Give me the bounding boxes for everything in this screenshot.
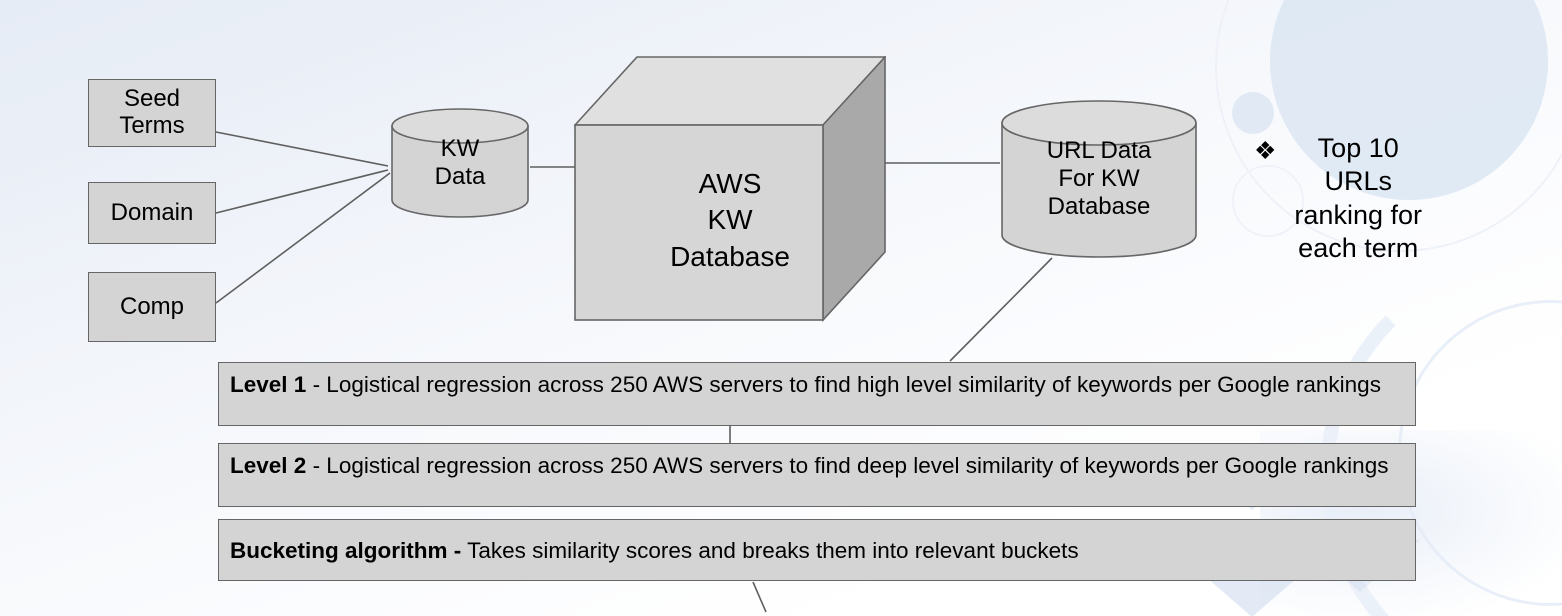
input-box-seed-terms-label: Seed Terms [119,85,185,139]
cylinder-shape-kw [391,108,529,218]
wire-bucketing-down [752,581,767,613]
cube-shape-aws [574,56,886,323]
input-box-domain[interactable]: Domain [88,182,216,244]
input-box-seed-terms[interactable]: Seed Terms [88,79,216,147]
datastore-url-data-label: URL Data For KW Database [1046,137,1152,220]
process-bar-level-1-title: Level 1 [230,372,307,397]
wire-comp-to-kw [215,172,391,304]
process-bar-bucketing-title: Bucketing algorithm - [230,537,462,563]
datastore-url-data[interactable]: URL Data For KW Database [1000,100,1198,258]
compute-aws-kw-database[interactable]: AWS KW Database [574,56,886,328]
process-bar-level-2[interactable]: Level 2 - Logistical regression across 2… [218,443,1416,507]
callout-top-urls: ❖ Top 10 URLs ranking for each term [1254,132,1494,266]
process-bar-level-1-body: - Logistical regression across 250 AWS s… [306,372,1381,397]
background-arc-thin [1398,300,1562,606]
wire-url-to-level1 [949,257,1053,362]
datastore-kw-data-label: KW Data [434,135,486,190]
compute-aws-kw-database-label: AWS KW Database [670,168,790,272]
wire-seed-to-kw [215,131,389,167]
process-bar-bucketing-algorithm[interactable]: Bucketing algorithm - Takes similarity s… [218,519,1416,581]
wire-domain-to-kw [215,169,389,214]
input-box-comp-label: Comp [119,292,185,320]
process-bar-level-2-title: Level 2 [230,453,307,478]
datastore-kw-data[interactable]: KW Data [390,108,530,218]
callout-top-urls-text: Top 10 URLs ranking for each term [1294,133,1422,264]
input-box-domain-label: Domain [110,198,194,226]
background-circle-small [1232,92,1274,134]
input-box-comp[interactable]: Comp [88,272,216,342]
process-bar-bucketing-body: Takes similarity scores and breaks them … [461,537,1079,563]
process-bar-level-2-body: - Logistical regression across 250 AWS s… [306,453,1389,478]
diamond-bullet-icon: ❖ [1254,137,1277,165]
process-bar-level-1[interactable]: Level 1 - Logistical regression across 2… [218,362,1416,426]
cylinder-shape-url [1001,100,1197,258]
